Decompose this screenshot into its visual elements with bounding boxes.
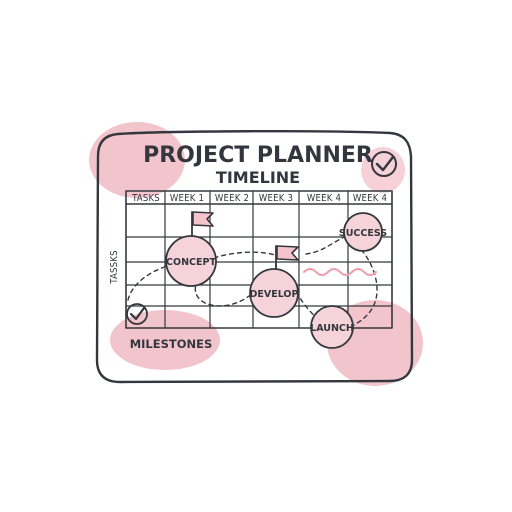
milestone-label: DEVELOP	[250, 289, 299, 300]
milestone-label: LAUNCH	[310, 323, 354, 334]
column-header-week-1: WEEK 1	[170, 193, 204, 204]
column-header-week-3: WEEK 3	[259, 193, 293, 204]
column-header-tasks: TASKS	[131, 193, 160, 204]
board-frame	[95, 129, 414, 384]
legend-label: MILESTONES	[130, 337, 213, 351]
checkmark-icon	[371, 151, 397, 177]
page-title: PROJECT PLANNER	[143, 143, 373, 168]
milestone-label: CONCEPT	[166, 257, 216, 268]
column-header-week-2: WEEK 2	[215, 193, 249, 204]
pink-blob-top-left	[89, 122, 185, 198]
column-header-week-4-b: WEEK 4	[353, 193, 387, 204]
page-subtitle: TIMELINE	[216, 168, 300, 187]
milestone-develop: DEVELOP	[249, 268, 299, 318]
milestone-label: SUCCESS	[339, 228, 387, 239]
column-header-week-4: WEEK 4	[307, 193, 341, 204]
row-axis-label: TASSKS	[109, 250, 120, 284]
timeline-path	[127, 235, 378, 326]
milestone-launch: LAUNCH	[310, 305, 354, 349]
checkmark-icon	[126, 303, 148, 325]
flag-icon	[275, 245, 299, 273]
pink-blob-bottom-left	[110, 310, 220, 370]
milestone-success: SUCCESS	[339, 212, 387, 252]
milestone-concept: CONCEPT	[165, 235, 217, 287]
wave-decoration	[302, 267, 378, 277]
